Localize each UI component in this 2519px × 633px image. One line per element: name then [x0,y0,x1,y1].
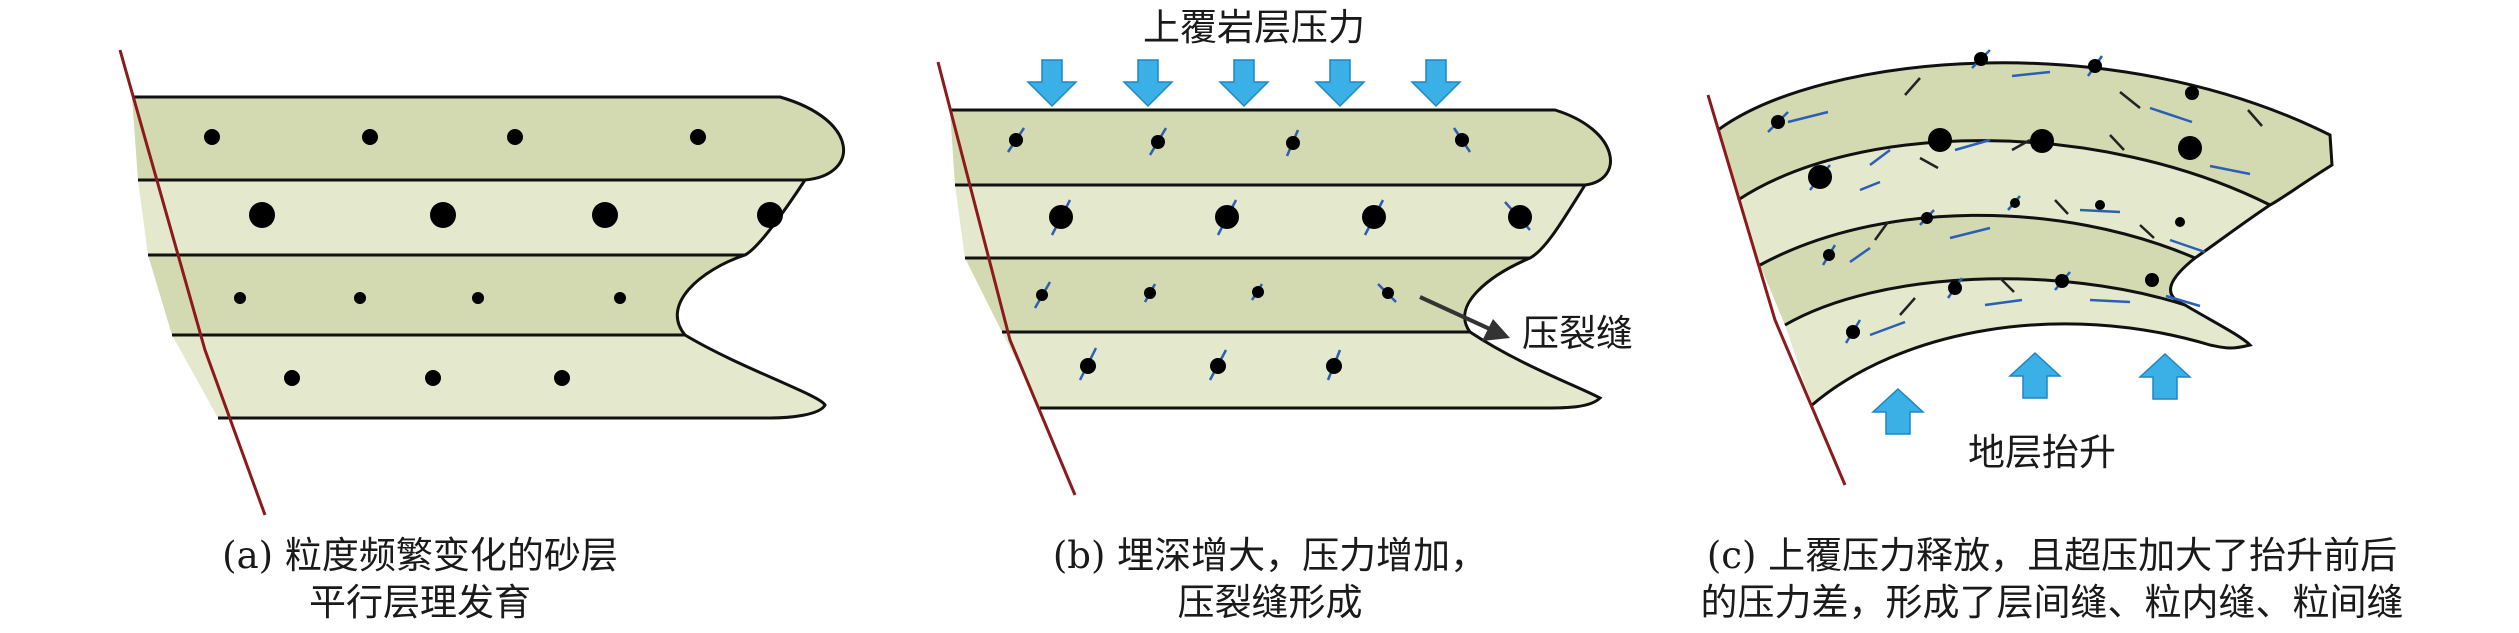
panel-a-fault [118,49,267,516]
panel-b-crack-pointer [1419,295,1510,341]
arrowhead-icon [1482,319,1510,341]
panel-a-outline [132,95,845,420]
panel-a-caption-line2: 平行层理发育 [309,581,531,624]
panel-b: 上覆岩层压力 压裂缝 (b) 埋深增大，压力增加， 压裂缝形成 [936,6,1633,624]
panel-c-caption-line1: (c) 上覆压力释放，且超压加大了抬升前后 [1707,534,2397,577]
down-arrow-icon [1314,59,1366,108]
down-arrow-icon [1122,59,1174,108]
down-arrow-icon [1410,59,1462,108]
panel-a-layer-2 [138,180,805,255]
up-arrow-icon [1871,387,1925,435]
down-arrow-icon [1218,59,1270,108]
panel-b-caption-line1: (b) 埋深增大，压力增加， [1053,534,1487,577]
panel-b-layer-2 [955,185,1585,258]
panel-c-layer-2 [1738,140,2270,265]
panel-b-layer-4 [1002,332,1600,408]
panel-b-overburden-arrows [1026,59,1462,108]
panel-b-crack-label: 压裂缝 [1522,312,1633,355]
panel-c-grains [1767,49,2263,344]
panel-c-uplift-arrows [1871,351,2192,435]
down-arrow-icon [1026,59,1078,108]
panel-c: 地层抬升 (c) 上覆压力释放，且超压加大了抬升前后 的压力差，形成了层间缝、粒… [1701,49,2404,624]
panel-c-layer-3 [1760,215,2195,325]
up-arrow-icon [2138,352,2192,400]
panel-a-layer-3 [148,255,745,335]
panel-a: (a) 粒度频繁变化的砂层 平行层理发育 [118,49,845,624]
panel-a-layer-1 [132,97,844,180]
panel-b-layer-1 [950,110,1611,185]
panel-c-caption-line2: 的压力差，形成了层间缝、粒内缝、粒间缝 [1701,581,2404,624]
panel-c-layer-4 [1785,278,2250,405]
panel-b-fault [936,61,1077,496]
panel-c-fault [1706,94,1847,486]
panel-a-caption-line1: (a) 粒度频繁变化的砂层 [222,534,618,577]
panel-a-grains [204,129,783,386]
panel-b-overburden-label: 上覆岩层压力 [1143,6,1365,49]
panel-b-layer-3 [965,258,1530,332]
panel-b-caption-line2: 压裂缝形成 [1178,581,1363,624]
panel-b-outline [950,108,1612,410]
panel-b-grains [1006,127,1532,381]
up-arrow-icon [2008,351,2062,399]
panel-c-uplift-label: 地层抬升 [1968,431,2116,474]
panel-c-layer-1 [1718,62,2332,205]
panel-a-layer-4 [172,335,825,418]
